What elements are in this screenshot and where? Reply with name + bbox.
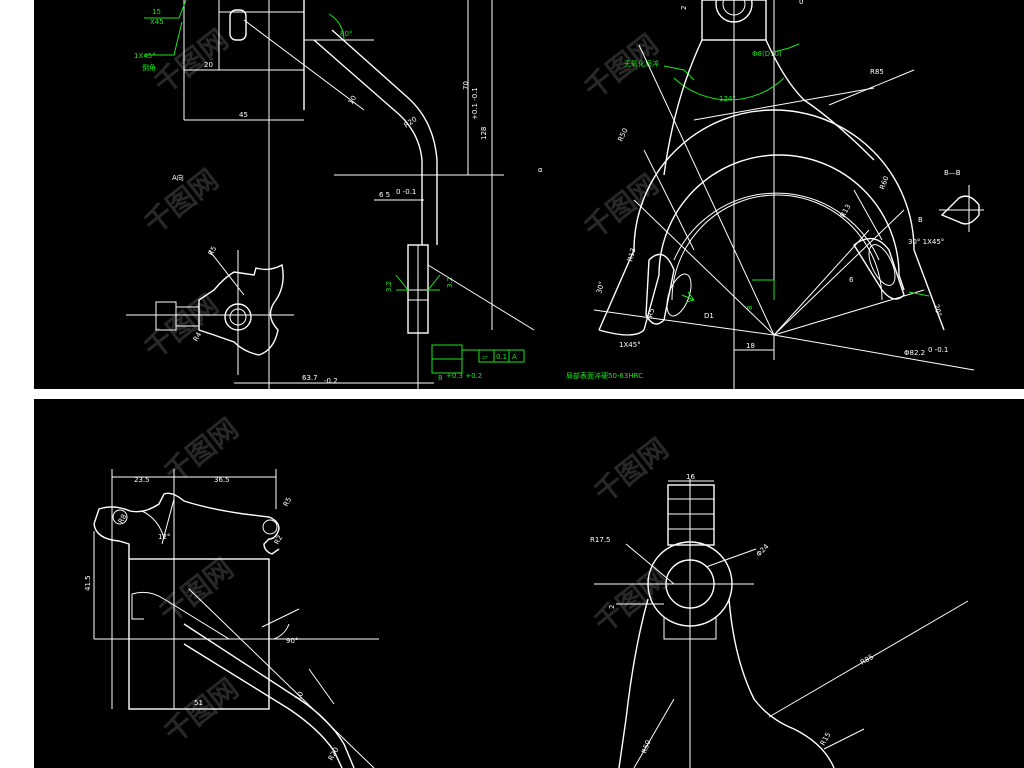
dim-label: α — [538, 166, 543, 174]
dim-label: 8 — [746, 306, 754, 310]
watermark-text: 千图网 — [138, 288, 225, 366]
dim-label: R17.5 — [590, 536, 610, 544]
dim-label: -0.2 — [324, 377, 338, 385]
dim-label: Φ82.2 — [904, 349, 925, 357]
dim-label: R50 — [617, 127, 630, 143]
dim-label: 23.5 — [134, 476, 150, 484]
dim-label: 10 — [347, 94, 358, 106]
dim-label: R60 — [878, 175, 890, 191]
dim-label: 51 — [194, 699, 203, 707]
dim-label: R4 — [192, 330, 204, 343]
dim-label: R5 — [207, 245, 219, 257]
watermark-text: 千图网 — [153, 552, 240, 630]
dim-label: 80° — [340, 30, 352, 38]
dim-label: X45 — [150, 18, 164, 26]
dim-label: 30° — [595, 280, 606, 294]
dim-label: R85 — [859, 653, 875, 667]
dim-label: Φ24 — [755, 542, 771, 558]
dim-label: +0.1 -0.1 — [471, 87, 479, 120]
dim-label: 0 -0.1 — [928, 346, 948, 354]
dim-label: R2 — [273, 534, 285, 546]
watermark-text: 千图网 — [148, 23, 235, 101]
dim-label: 41.5 — [84, 575, 92, 591]
dim-label: 36.5 — [214, 476, 230, 484]
dim-label: 6 — [849, 276, 854, 284]
dim-label: 15 — [152, 8, 161, 16]
dim-label: R13 — [626, 247, 637, 262]
dim-label: 20° — [932, 303, 943, 317]
cad-drawing-bottom: 千图网 千图网 千图网 千图网 千图网 23.5 36.5 — [84, 412, 969, 768]
tolerance-datum: A — [512, 353, 517, 361]
dim-label: Φ8(D10) — [752, 50, 782, 58]
left-view-top: 10 15 X45 1X45° 倒角 20 45 80° 10 R20 70 1… — [126, 0, 543, 389]
dim-label: 16 — [686, 473, 695, 481]
dim-label: 2 — [608, 605, 616, 609]
dim-label: 1X45° — [134, 52, 156, 60]
dim-label: 10 — [294, 690, 305, 702]
right-view-bottom: 16 R17.5 Φ24 2 R85 R15 R50 — [590, 473, 969, 768]
dim-label: 70 — [462, 81, 470, 90]
drawing-panel-top: 千图网 千图网 千图网 千图网 千图网 — [34, 0, 1024, 389]
watermark-text: 千图网 — [158, 412, 245, 490]
dim-label: 124° — [719, 95, 736, 103]
dim-label: 18 — [746, 342, 755, 350]
dim-label: 2 — [680, 6, 688, 10]
dim-label: R8 — [117, 513, 129, 525]
dim-label: 8 — [438, 374, 442, 382]
dim-label: R85 — [870, 68, 884, 76]
dim-label: D1 — [704, 312, 714, 320]
cad-drawing-top: 千图网 千图网 千图网 千图网 千图网 — [126, 0, 984, 389]
drawing-panel-bottom: 千图网 千图网 千图网 千图网 千图网 23.5 36.5 — [34, 399, 1024, 768]
dim-label: 63.7 — [302, 374, 318, 382]
roughness-label: 3.2 — [446, 277, 454, 288]
tolerance-value: 0.1 — [496, 353, 507, 361]
tolerance-symbol: ⏥ — [482, 353, 488, 361]
note-label: 局部表面淬硬50-63HRC — [566, 371, 643, 380]
roughness-label: 3.2 — [385, 281, 393, 292]
dim-label: R5 — [282, 496, 294, 508]
view-label: A向 — [172, 173, 184, 182]
dim-label: +0.3 +0.2 — [446, 372, 482, 380]
right-view-top: 2 0 Φ8(D10) 无氧化局淬 124° R85 — [566, 0, 984, 389]
note-label: 倒角 — [142, 63, 156, 72]
dim-label: 12° — [158, 533, 170, 541]
dim-label: 128 — [480, 127, 488, 140]
left-view-bottom: 23.5 36.5 R8 R5 R2 12° 41.5 90° — [84, 469, 379, 768]
watermark-text: 千图网 — [588, 432, 675, 510]
watermark-text: 千图网 — [158, 672, 245, 750]
dim-label: 6 5 — [379, 191, 390, 199]
dim-label: 0 — [799, 0, 803, 6]
dim-label: 1X45° — [619, 341, 641, 349]
note-label: 无氧化局淬 — [624, 59, 659, 68]
dim-label: R50 — [640, 739, 652, 755]
dim-label: R15 — [819, 731, 833, 747]
dim-label: 45 — [239, 111, 248, 119]
dim-label: 90° — [286, 637, 298, 645]
watermark-group: 千图网 千图网 千图网 千图网 千图网 — [153, 412, 675, 750]
dim-label: R5 — [646, 307, 656, 318]
dim-label: B — [918, 216, 923, 224]
dim-label: 30° 1X45° — [908, 238, 944, 246]
section-label: B—B — [944, 169, 961, 177]
dim-label: 20 — [204, 61, 213, 69]
watermark-text: 千图网 — [578, 168, 665, 246]
dim-label: 0 -0.1 — [396, 188, 416, 196]
